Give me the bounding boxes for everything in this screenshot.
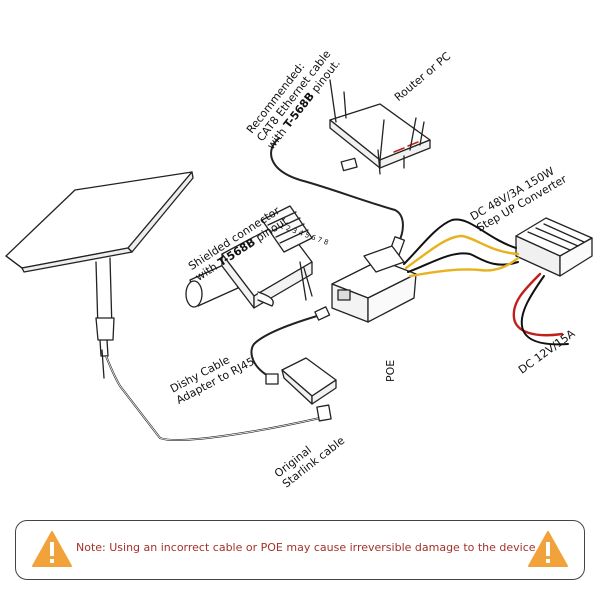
dishy-adapter-icon [281,357,337,405]
warning-note: Note: Using an incorrect cable or POE ma… [15,520,585,580]
poe-label: POE [384,359,397,382]
warning-triangle-icon [32,531,72,567]
warning-note-text: Note: Using an incorrect cable or POE ma… [76,541,536,554]
router-icon [329,79,431,175]
poe-injector-icon [331,245,417,323]
ethernet-cable [270,137,404,245]
step-up-converter-icon [515,217,593,277]
starlink-dish-icon [5,171,194,379]
warning-triangle-icon [528,531,568,567]
shielded-connector-icon [185,205,313,309]
poe-to-adapter-cable [250,313,325,379]
